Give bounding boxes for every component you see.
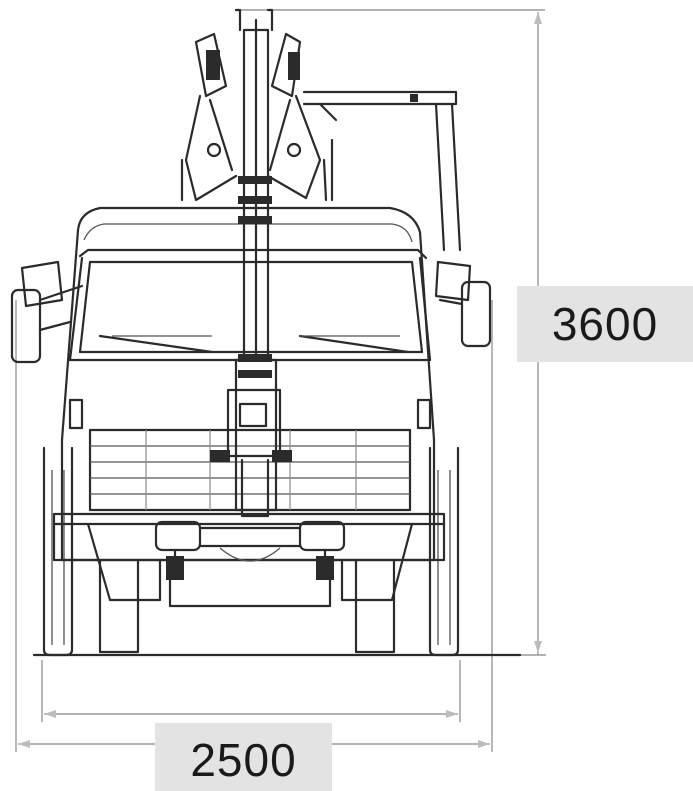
- width-dimension-label: 2500: [155, 723, 332, 791]
- stabilizer-right: [298, 520, 346, 580]
- crane-boom: [180, 8, 328, 202]
- cab-body: [60, 206, 436, 562]
- front-wheels: [42, 446, 460, 657]
- left-mirror: [10, 260, 84, 364]
- height-dimension-line: [238, 9, 546, 656]
- front-grille: [68, 398, 432, 512]
- stabilizer-beam: [198, 526, 302, 548]
- right-mirror: [434, 260, 492, 348]
- windscreen: [78, 260, 424, 354]
- crane-column: [210, 18, 292, 518]
- stabilizer-left: [154, 520, 202, 580]
- front-bumper: [52, 512, 446, 608]
- width-dimension-line: [15, 300, 493, 752]
- height-dimension-label: 3600: [517, 286, 693, 362]
- crane-jib: [302, 90, 462, 252]
